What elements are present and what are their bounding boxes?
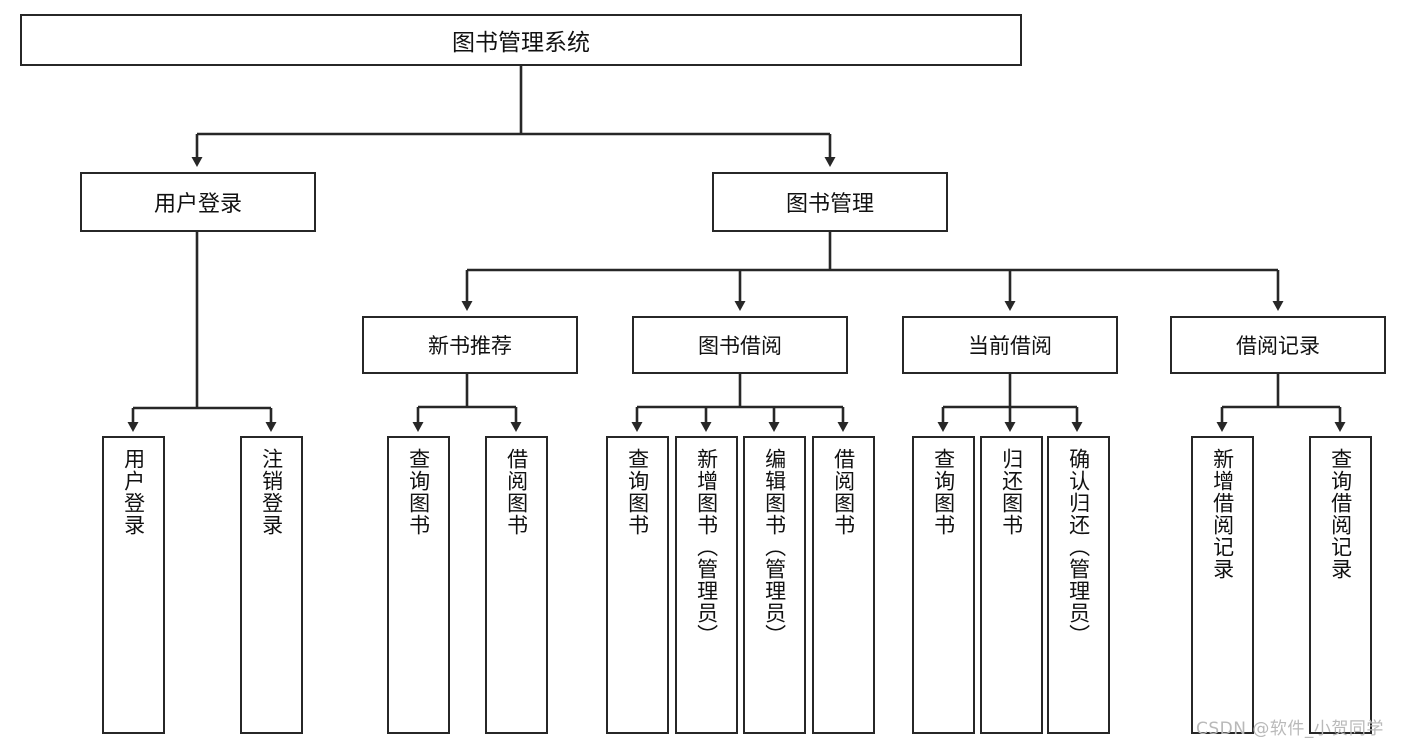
node-current-borrow[interactable]: 当前借阅 <box>902 316 1118 374</box>
node-leaf-user-login[interactable]: 用户登录 <box>102 436 165 734</box>
node-leaf-add-book[interactable]: 新增图书（管理员） <box>675 436 738 734</box>
node-user-login[interactable]: 用户登录 <box>80 172 316 232</box>
node-root[interactable]: 图书管理系统 <box>20 14 1022 66</box>
node-leaf-query-book-3-label: 查询图书 <box>931 448 956 536</box>
node-leaf-confirm-return-label: 确认归还（管理员） <box>1066 448 1091 646</box>
node-leaf-borrow-book-1[interactable]: 借阅图书 <box>485 436 548 734</box>
node-leaf-edit-book[interactable]: 编辑图书（管理员） <box>743 436 806 734</box>
node-leaf-query-book-3[interactable]: 查询图书 <box>912 436 975 734</box>
node-leaf-query-book-1[interactable]: 查询图书 <box>387 436 450 734</box>
node-leaf-user-login-label: 用户登录 <box>121 448 146 536</box>
node-leaf-query-book-1-label: 查询图书 <box>406 448 431 536</box>
node-user-login-label: 用户登录 <box>153 192 242 217</box>
node-leaf-confirm-return[interactable]: 确认归还（管理员） <box>1047 436 1110 734</box>
node-book-borrow[interactable]: 图书借阅 <box>632 316 848 374</box>
node-current-borrow-label: 当前借阅 <box>968 334 1052 358</box>
node-new-book-recommend[interactable]: 新书推荐 <box>362 316 578 374</box>
node-borrow-record-label: 借阅记录 <box>1236 334 1320 358</box>
node-root-label: 图书管理系统 <box>452 30 590 56</box>
node-book-management[interactable]: 图书管理 <box>712 172 948 232</box>
node-borrow-record[interactable]: 借阅记录 <box>1170 316 1386 374</box>
node-book-management-label: 图书管理 <box>785 192 874 217</box>
node-leaf-add-record-label: 新增借阅记录 <box>1210 448 1235 580</box>
csdn-watermark: CSDN @软件_小贺同学 <box>1196 719 1384 739</box>
node-leaf-borrow-book-2[interactable]: 借阅图书 <box>812 436 875 734</box>
node-leaf-logout-login[interactable]: 注销登录 <box>240 436 303 734</box>
node-leaf-edit-book-label: 编辑图书（管理员） <box>762 448 787 646</box>
node-leaf-add-book-label: 新增图书（管理员） <box>694 448 719 646</box>
node-leaf-query-book-2-label: 查询图书 <box>625 448 650 536</box>
node-leaf-query-book-2[interactable]: 查询图书 <box>606 436 669 734</box>
node-leaf-add-record[interactable]: 新增借阅记录 <box>1191 436 1254 734</box>
node-book-borrow-label: 图书借阅 <box>698 334 782 358</box>
node-leaf-return-book-label: 归还图书 <box>999 448 1024 536</box>
node-leaf-return-book[interactable]: 归还图书 <box>980 436 1043 734</box>
node-new-book-recommend-label: 新书推荐 <box>428 334 512 358</box>
node-leaf-query-record-label: 查询借阅记录 <box>1328 448 1353 580</box>
node-leaf-query-record[interactable]: 查询借阅记录 <box>1309 436 1372 734</box>
node-leaf-borrow-book-2-label: 借阅图书 <box>831 448 856 536</box>
node-leaf-borrow-book-1-label: 借阅图书 <box>504 448 529 536</box>
node-leaf-logout-login-label: 注销登录 <box>259 448 284 536</box>
